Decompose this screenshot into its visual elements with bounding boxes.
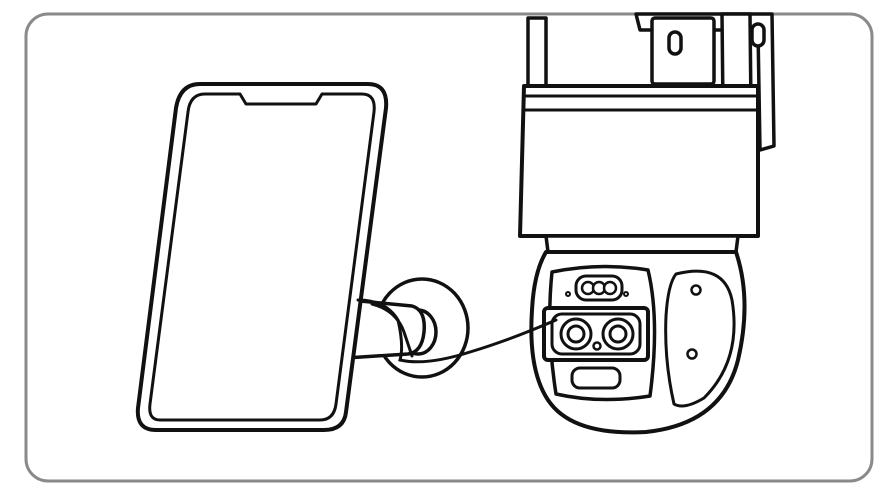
- mic-dot-right: [623, 291, 629, 297]
- camera-housing-band: [522, 94, 758, 112]
- cable-loop: [370, 302, 414, 358]
- lens-left-inner: [566, 324, 586, 344]
- side-screw-top: [690, 284, 702, 296]
- mic-dot-left: [565, 291, 571, 297]
- diagram-frame: [24, 12, 874, 483]
- solar-panel-inner: [148, 92, 376, 422]
- light-sensor: [592, 341, 602, 351]
- camera-side-panel: [664, 269, 736, 408]
- camera-neck: [544, 234, 740, 254]
- ir-light-3: [602, 280, 618, 296]
- bracket-strut-left: [526, 16, 548, 88]
- lens-right-inner: [608, 324, 628, 344]
- bracket-upright: [650, 16, 716, 86]
- solar-panel-icon: [135, 82, 389, 432]
- spotlight: [570, 366, 622, 390]
- bracket-slot-left: [667, 30, 683, 56]
- camera-housing-top: [518, 84, 760, 238]
- side-screw-bottom: [686, 348, 698, 360]
- camera-icon: [518, 84, 760, 435]
- bracket-slot-right: [750, 22, 766, 48]
